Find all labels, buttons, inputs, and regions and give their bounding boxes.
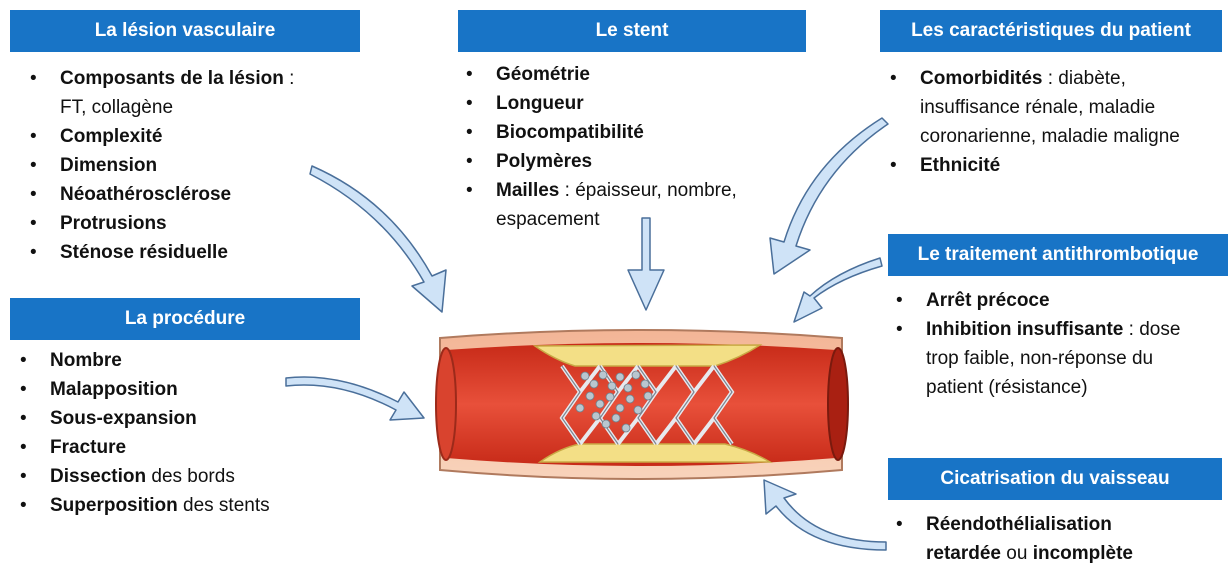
list-item: Sténose résiduelle <box>24 238 364 267</box>
list-item: Longueur <box>460 89 820 118</box>
list-item: Polymères <box>460 147 820 176</box>
curved-arrow-icon <box>794 258 882 322</box>
list-item: Biocompatibilité <box>460 118 820 147</box>
list-item: Néoathérosclérose <box>24 180 364 209</box>
header-traitement-antithrombotique: Le traitement antithrombotique <box>888 234 1228 276</box>
list-lesion-vasculaire: Composants de la lésion :FT, collagène C… <box>24 64 364 267</box>
header-procedure: La procédure <box>10 298 360 340</box>
list-traitement-antithrombotique: Arrêt précoce Inhibition insuffisante : … <box>890 286 1230 402</box>
curved-arrow-icon <box>764 480 886 550</box>
list-item: Nombre <box>14 346 354 375</box>
list-item: Superposition des stents <box>14 491 354 520</box>
list-item: Dissection des bords <box>14 462 354 491</box>
list-caracteristiques-patient: Comorbidités : diabète,insuffisance réna… <box>884 64 1228 180</box>
list-procedure: Nombre Malapposition Sous-expansion Frac… <box>14 346 354 520</box>
list-item: Mailles : épaisseur, nombre,espacement <box>460 176 820 234</box>
list-item: Dimension <box>24 151 364 180</box>
header-lesion-vasculaire: La lésion vasculaire <box>10 10 360 52</box>
list-item: Protrusions <box>24 209 364 238</box>
list-item: Complexité <box>24 122 364 151</box>
list-item: Sous-expansion <box>14 404 354 433</box>
list-item: Fracture <box>14 433 354 462</box>
list-item: Géométrie <box>460 60 820 89</box>
list-item: Arrêt précoce <box>890 286 1230 315</box>
header-stent: Le stent <box>458 10 806 52</box>
list-item: Comorbidités : diabète,insuffisance réna… <box>884 64 1228 151</box>
list-item: Ethnicité <box>884 151 1228 180</box>
list-stent: Géométrie Longueur Biocompatibilité Poly… <box>460 60 820 234</box>
header-caracteristiques-patient: Les caractéristiques du patient <box>880 10 1222 52</box>
list-item: Malapposition <box>14 375 354 404</box>
header-cicatrisation-vaisseau: Cicatrisation du vaisseau <box>888 458 1222 500</box>
stented-vessel-illustration <box>436 330 848 479</box>
list-item: Composants de la lésion :FT, collagène <box>24 64 364 122</box>
